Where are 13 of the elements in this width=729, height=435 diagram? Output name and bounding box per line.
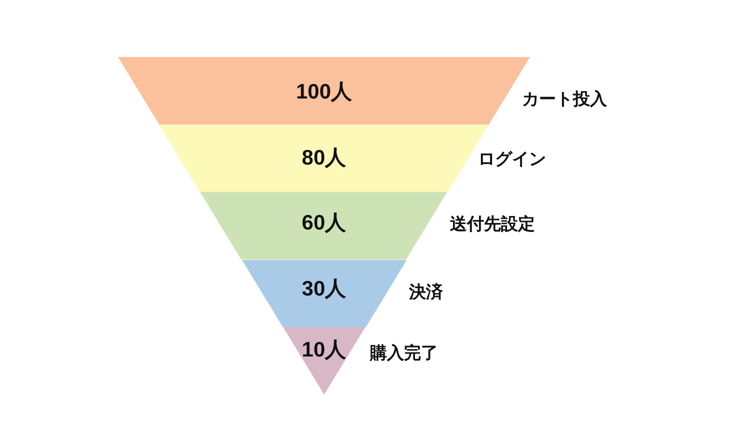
- count-label: 60人: [302, 212, 346, 234]
- step-label: ログイン: [478, 150, 546, 168]
- count-label: 80人: [302, 147, 346, 168]
- count-label: 10人: [302, 339, 346, 360]
- step-label: カート投入: [522, 90, 607, 108]
- funnel-band: [242, 260, 406, 328]
- count-label: 100人: [296, 82, 352, 102]
- step-label: 購入完了: [370, 344, 438, 362]
- count-label: 30人: [302, 278, 346, 300]
- funnel-band: [200, 192, 448, 260]
- step-label: 送付先設定: [450, 216, 535, 232]
- funnel-band: [282, 327, 366, 395]
- step-label: 決済: [409, 284, 443, 300]
